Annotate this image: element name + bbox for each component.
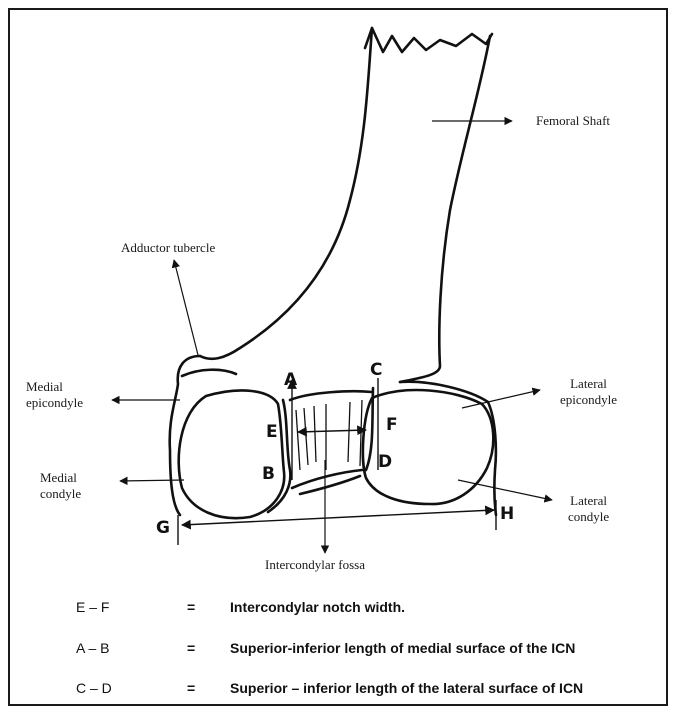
point-h: H <box>500 504 514 524</box>
lateral-condyle-label: Lateral condyle <box>568 493 609 524</box>
legend-row-ef: E – F = Intercondylar notch width. <box>0 599 679 623</box>
lateral-condyle-line2: condyle <box>568 509 609 525</box>
medial-condyle-line1: Medial <box>40 470 81 486</box>
adductor-tubercle-arrow <box>174 260 198 355</box>
medial-epicondyle-line2: epicondyle <box>26 395 83 411</box>
medial-condyle-arrow <box>120 480 184 481</box>
point-e: E <box>266 422 278 442</box>
fossa-floor <box>292 470 362 494</box>
legend-pair: C – D <box>76 680 112 696</box>
legend-equals: = <box>187 640 195 656</box>
point-c: C <box>370 360 382 380</box>
legend-description: Superior – inferior length of the latera… <box>230 680 583 696</box>
legend-equals: = <box>187 599 195 615</box>
notch-roof <box>290 391 372 400</box>
lateral-epicondyle-line2: epicondyle <box>560 392 617 408</box>
point-f: F <box>386 415 398 435</box>
shaft-left-outline <box>200 28 372 359</box>
lateral-epicondyle-label: Lateral epicondyle <box>560 376 617 407</box>
point-a: A <box>284 370 297 390</box>
medial-condyle-label: Medial condyle <box>40 470 81 501</box>
legend-row-ab: A – B = Superior-inferior length of medi… <box>0 640 679 664</box>
medial-condyle-outline <box>179 390 285 518</box>
point-g: G <box>156 518 170 538</box>
lateral-side-outline <box>400 382 496 515</box>
legend-pair: A – B <box>76 640 109 656</box>
legend-row-cd: C – D = Superior – inferior length of th… <box>0 680 679 704</box>
point-d: D <box>378 452 392 472</box>
point-b: B <box>262 464 275 484</box>
lateral-condyle-arrow <box>458 480 552 500</box>
medial-condyle-line2: condyle <box>40 486 81 502</box>
lateral-condyle-outline <box>363 390 493 504</box>
fossa-hatching <box>296 400 362 470</box>
shaft-broken-top <box>365 28 492 52</box>
lateral-epicondyle-line1: Lateral <box>560 376 617 392</box>
legend-description: Intercondylar notch width. <box>230 599 405 615</box>
legend-equals: = <box>187 680 195 696</box>
medial-epicondyle-line1: Medial <box>26 379 83 395</box>
shaft-right-outline <box>400 36 490 382</box>
lateral-condyle-line1: Lateral <box>568 493 609 509</box>
legend-pair: E – F <box>76 599 109 615</box>
legend-description: Superior-inferior length of medial surfa… <box>230 640 575 656</box>
ef-line <box>298 430 366 432</box>
adductor-tubercle-label: Adductor tubercle <box>121 240 215 256</box>
femoral-shaft-label: Femoral Shaft <box>536 113 610 129</box>
medial-epicondyle-label: Medial epicondyle <box>26 379 83 410</box>
intercondylar-fossa-label: Intercondylar fossa <box>265 557 365 573</box>
